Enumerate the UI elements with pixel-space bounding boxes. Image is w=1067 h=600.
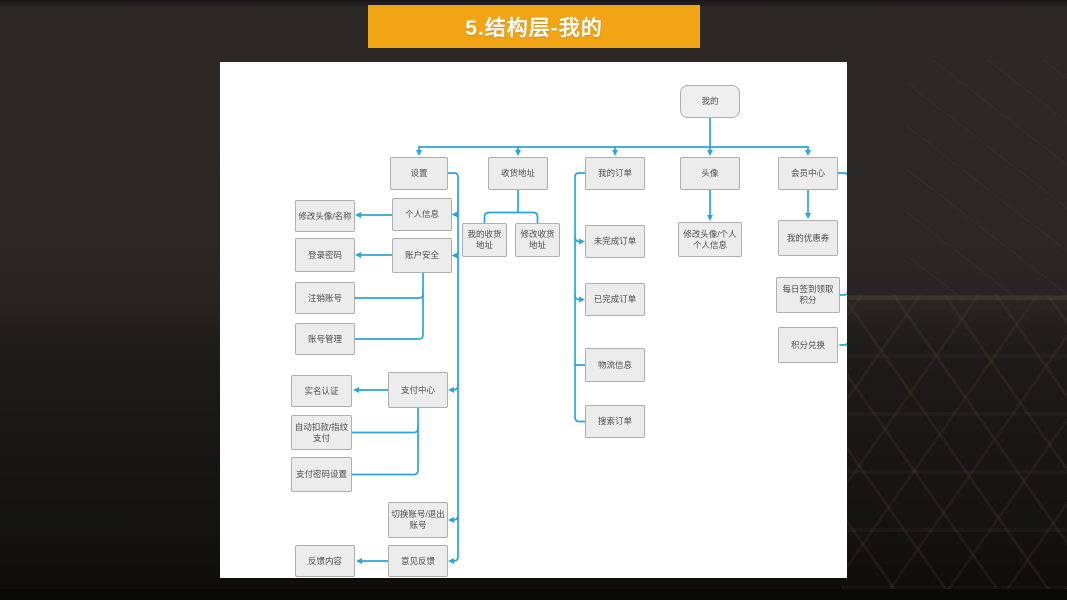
node-meiriqiandao: 每日签到领取积分	[776, 277, 840, 313]
edge-branch-zidongkoukuan	[351, 427, 419, 434]
edge-branch-meiriqiandao	[839, 292, 847, 296]
node-xiugaitouxianggeren: 修改头像/个人个人信息	[678, 222, 742, 257]
node-gerenxinxi: 个人信息	[392, 198, 452, 231]
node-shouhuodizhi: 收货地址	[488, 157, 548, 190]
node-huiyuanzhongxin: 会员中心	[778, 157, 838, 190]
node-sousuodingdan: 搜索订单	[585, 405, 645, 438]
node-zhanghaoguanli: 账号管理	[295, 323, 355, 355]
slide-title: 5.结构层-我的	[465, 16, 603, 40]
edge-huiyuan-spine	[837, 172, 847, 346]
node-denglumima: 登录密码	[295, 238, 355, 272]
node-yiwanchengdingdan: 已完成订单	[585, 283, 645, 316]
node-zhifumima: 支付密码设置	[291, 457, 352, 492]
edge-branch-zhuxiaozhanghao	[354, 293, 424, 299]
node-yijianfankui: 意见反馈	[388, 545, 448, 577]
edge-zhanghuanquan-spine	[354, 272, 424, 340]
edge-spine-to-gerenxinxi	[451, 209, 459, 218]
node-qiehuanzhanghao: 切换账号/退出账号	[388, 502, 448, 538]
node-touxiang: 头像	[680, 157, 740, 190]
edge-branch-yiwancheng	[574, 294, 585, 303]
node-fankuineirong: 反馈内容	[295, 545, 355, 577]
node-xiugaitouxiangmingcheng: 修改头像/名称	[295, 200, 355, 232]
edge-branch-weiwancheng	[574, 236, 585, 245]
node-zhifuzhongxin: 支付中心	[388, 372, 448, 408]
node-wodeshouhuodizhi: 我的收货地址	[462, 223, 507, 257]
connector-lines	[351, 117, 847, 564]
node-wodeyouhuiquan: 我的优惠券	[778, 220, 838, 256]
node-zidongkoukuan: 自动扣款/指纹支付	[291, 415, 352, 450]
edge-zhifuzhongxin-spine	[351, 407, 419, 476]
edge-spine-to-zhifuzhongxin	[448, 384, 459, 393]
node-wodedingdan: 我的订单	[585, 157, 645, 190]
bridge-cables-overlay	[907, 60, 1067, 300]
edge-wodedingdan-spine	[574, 172, 586, 423]
node-zhanghuanquan: 账户安全	[392, 238, 452, 273]
node-xiugaishouhuodizhi: 修改收货地址	[515, 223, 560, 257]
bottom-letterbox-bar	[0, 589, 1067, 600]
edge-shouhuodizhi-children	[483, 189, 539, 224]
diagram-canvas: 我的 设置 收货地址 我的订单 头像 会员中心 个人信息 账户安全 修改头像/名…	[220, 62, 847, 578]
node-jifenduihuan: 积分兑换	[778, 327, 838, 363]
bridge-truss-overlay	[842, 295, 1067, 590]
node-shimingrenzheng: 实名认证	[291, 375, 352, 407]
edge-spine-to-qiehuanzhanghao	[448, 514, 459, 523]
slide-title-banner: 5.结构层-我的	[368, 5, 700, 48]
node-shezhi: 设置	[390, 157, 448, 190]
node-wuliuxinxi: 物流信息	[585, 348, 645, 382]
edge-spine-to-zhanghuanquan	[451, 250, 459, 259]
node-zhuxiaozhanghao: 注销账号	[295, 282, 355, 314]
node-wode: 我的	[680, 85, 740, 118]
node-weiwanchengdingdan: 未完成订单	[585, 225, 645, 258]
edge-shezhi-spine	[447, 172, 459, 564]
